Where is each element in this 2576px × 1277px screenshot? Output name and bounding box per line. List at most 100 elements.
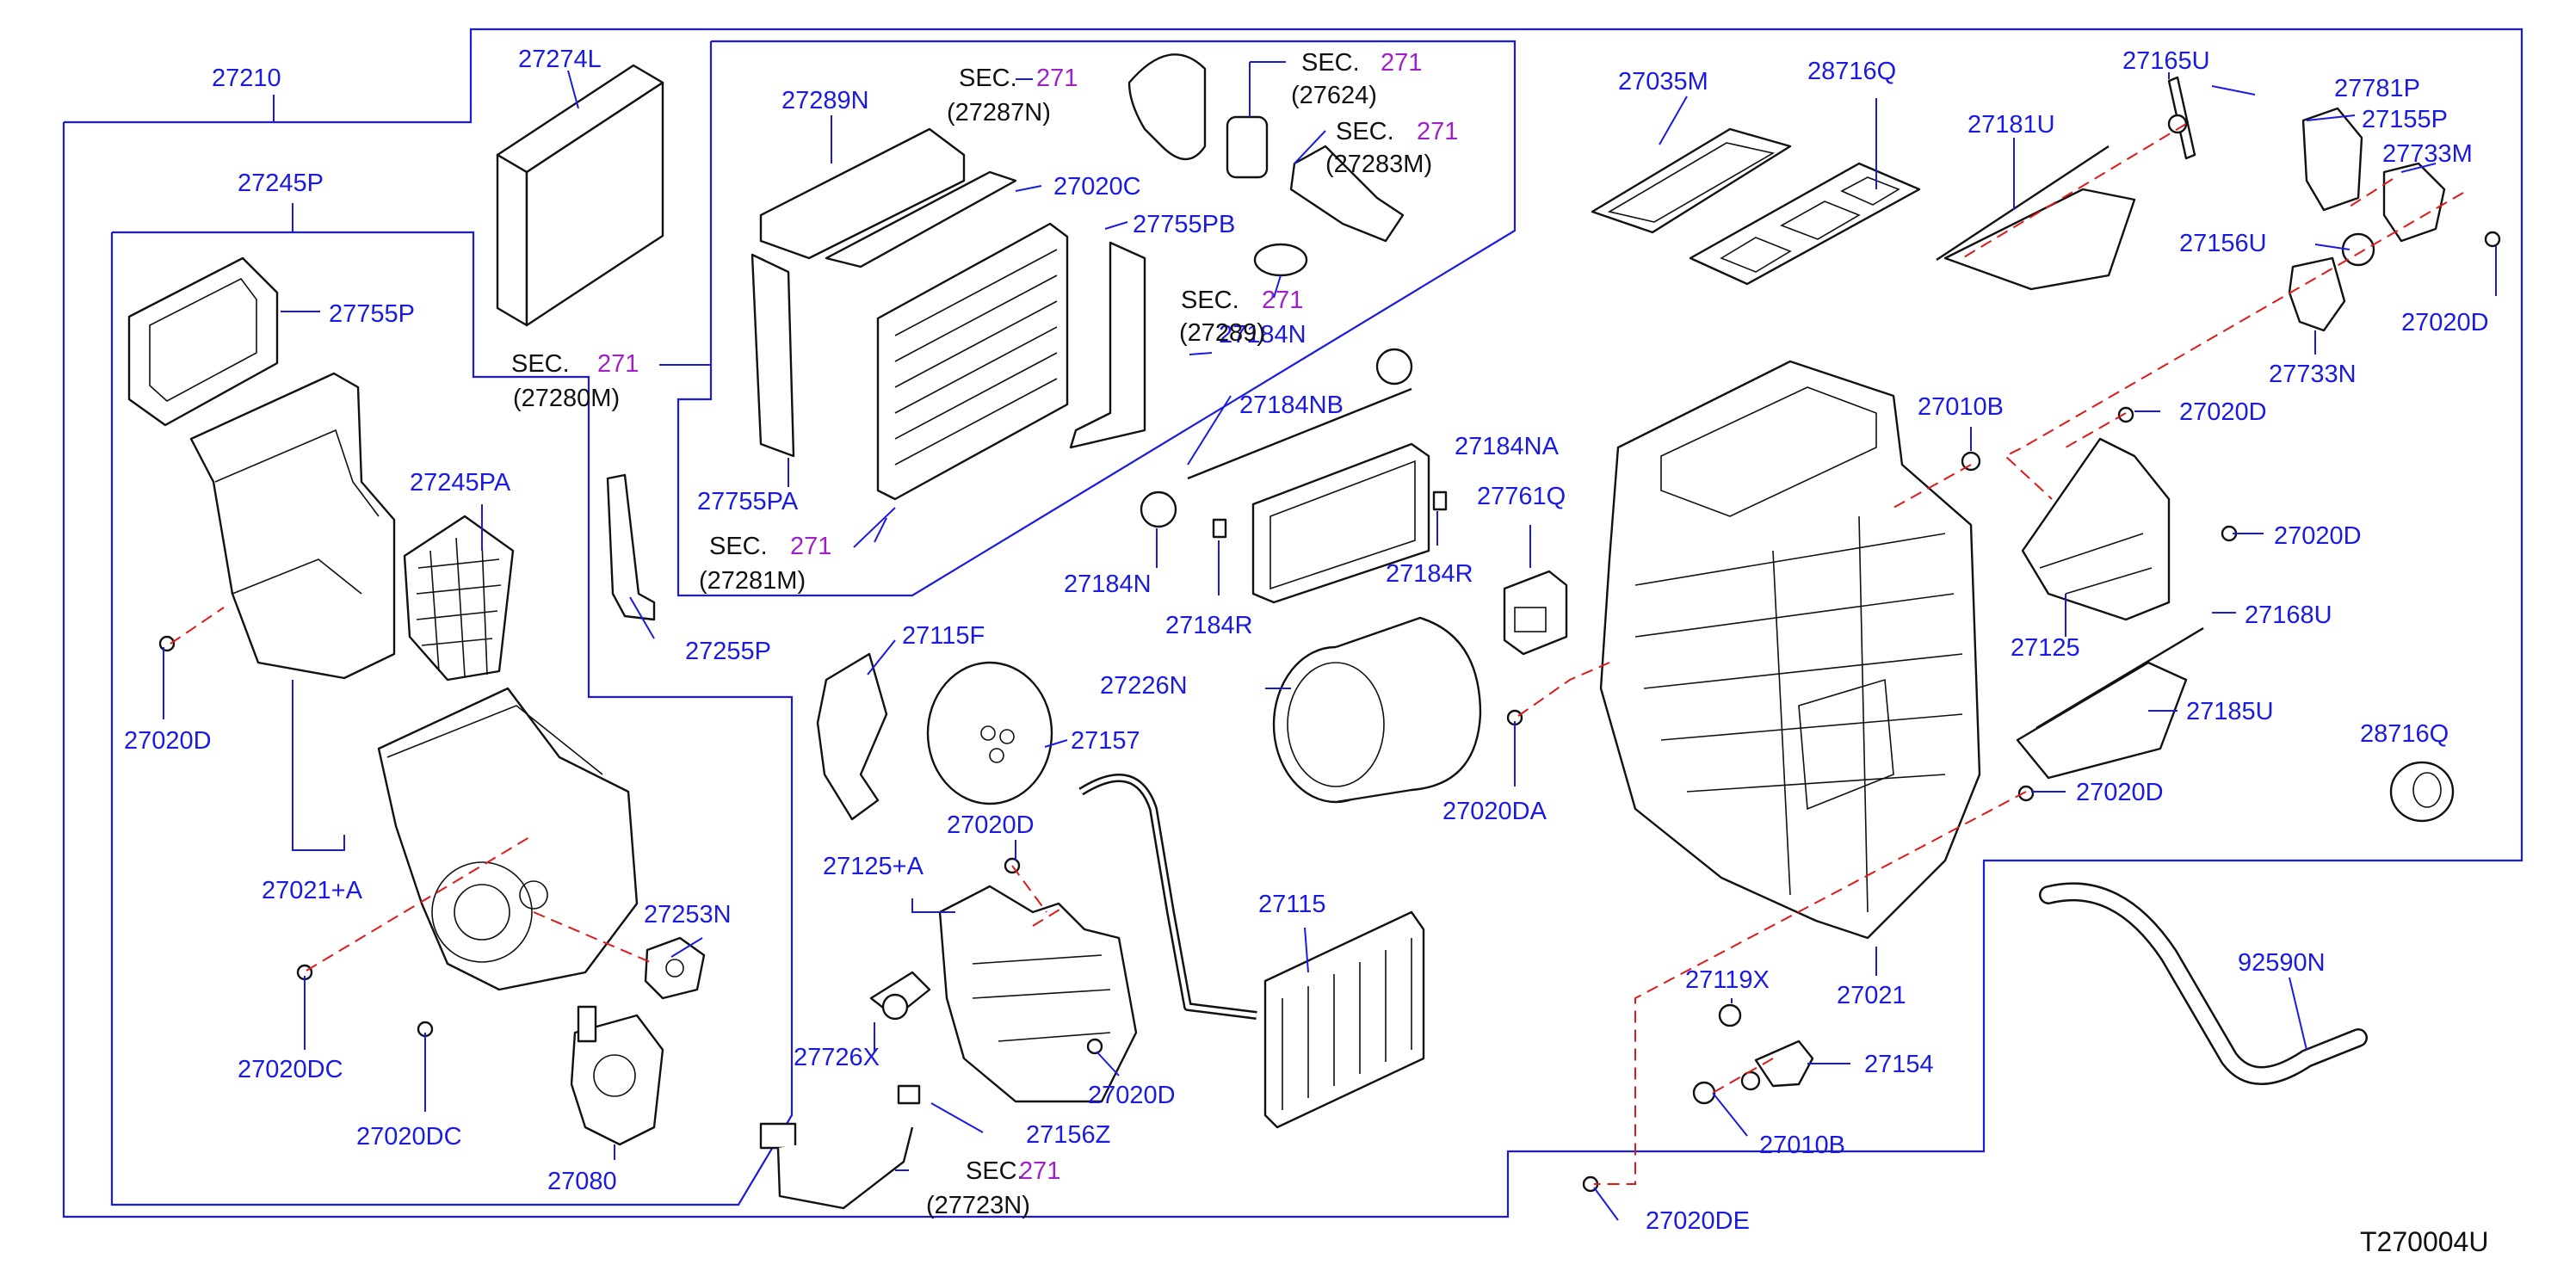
label-27184NA: 27184NA (1455, 433, 1560, 460)
label-92590N: 92590N (2238, 949, 2326, 977)
bracket-27115F-drawing (816, 652, 888, 821)
section-references: SEC. 271 (27287N) SEC. 271 (27624) SEC. … (511, 49, 1458, 1219)
label-27253N: 27253N (644, 901, 732, 928)
bracket-27255P-drawing (606, 473, 656, 621)
svg-text:(27281M): (27281M) (699, 567, 806, 595)
svg-text:SEC.: SEC. (1301, 49, 1360, 77)
label-27255P: 27255P (685, 638, 771, 665)
label-27274L: 27274L (518, 46, 602, 73)
label-28716Q-top: 28716Q (1807, 58, 1896, 85)
label-27761Q: 27761Q (1477, 483, 1566, 510)
label-27168U: 27168U (2245, 601, 2332, 629)
label-27184R-b: 27184R (1386, 560, 1473, 588)
svg-text:271: 271 (597, 350, 639, 378)
side-seal-drawings (751, 241, 1146, 458)
svg-text:(27280M): (27280M) (513, 385, 620, 412)
label-27010B-a: 27010B (1918, 393, 2004, 421)
label-27020D-r2: 27020D (2179, 398, 2267, 426)
heater-unit-27021-drawing (1599, 360, 1981, 940)
duct-27289N-drawing (759, 127, 966, 260)
label-27245P: 27245P (238, 170, 324, 197)
label-27080: 27080 (547, 1168, 617, 1195)
sec-ref-27723N: SEC. 271 (27723N) (926, 1157, 1060, 1219)
drain-hose-92590N-drawing (2039, 882, 2368, 1085)
seal-28716Q-drawing (1689, 162, 1921, 286)
wire-harness-drawing (759, 1084, 921, 1210)
label-27184N-a: 27184N (1219, 321, 1307, 349)
frame-27210 (62, 28, 2523, 1218)
seal-27755P-drawing (127, 256, 279, 427)
svg-text:(27287N): (27287N) (947, 99, 1051, 126)
case-27125A-drawing (938, 885, 1138, 1103)
svg-text:SEC.: SEC. (511, 350, 570, 378)
svg-text:SEC.: SEC. (966, 1157, 1024, 1185)
svg-text:(27283M): (27283M) (1325, 151, 1432, 178)
label-27020D-mid: 27020D (947, 811, 1035, 839)
label-27125: 27125 (2011, 634, 2080, 662)
label-27020D-left: 27020D (124, 727, 212, 755)
svg-text:SEC.: SEC. (709, 533, 768, 560)
svg-text:271: 271 (790, 533, 831, 560)
blower-housing-drawing (377, 687, 639, 991)
sec-ref-27624: SEC. 271 (27624) (1291, 49, 1422, 109)
sec-ref-27280M: SEC. 271 (27280M) (511, 350, 639, 412)
cabin-filter-drawing (496, 64, 664, 327)
sec-ref-27283M: SEC. 271 (27283M) (1325, 118, 1458, 178)
leader-lines (163, 70, 2497, 1221)
label-27115: 27115 (1258, 891, 1326, 918)
label-27755PA: 27755PA (697, 488, 799, 515)
assembly-frames (62, 28, 2523, 1218)
label-27755P: 27755P (329, 300, 415, 328)
label-27289N: 27289N (781, 87, 869, 114)
blower-fan-27157-drawing (926, 661, 1053, 805)
label-28716Q-r: 28716Q (2360, 720, 2449, 748)
label-27021: 27021 (1837, 982, 1906, 1009)
label-27156U: 27156U (2179, 230, 2267, 257)
label-27021A: 27021+A (262, 877, 363, 904)
svg-text:(27723N): (27723N) (926, 1192, 1030, 1219)
label-27156Z: 27156Z (1026, 1121, 1110, 1149)
svg-text:271: 271 (1036, 65, 1078, 92)
label-27020C: 27020C (1053, 173, 1141, 200)
label-27020D-r1: 27020D (2401, 309, 2489, 336)
door-shaft-drawings (1140, 348, 1448, 604)
label-27184NB: 27184NB (1239, 392, 1344, 419)
label-27726X: 27726X (794, 1044, 880, 1071)
actuator-linkage-drawings (2167, 76, 2446, 332)
linkage-27154-drawing (1692, 1003, 1814, 1105)
svg-text:SEC.: SEC. (959, 65, 1017, 92)
svg-text:271: 271 (1262, 287, 1303, 314)
frame-evaporator (676, 40, 1517, 597)
label-27155P: 27155P (2362, 106, 2448, 133)
blower-motor-27226N-drawing (1272, 616, 1482, 804)
label-27125A: 27125+A (823, 853, 924, 880)
svg-text:271: 271 (1417, 118, 1458, 145)
sec-ref-27289: SEC. 271 (27289) (1179, 287, 1303, 347)
label-27020DA: 27020DA (1442, 798, 1547, 825)
sensor-27726X-drawing (869, 971, 931, 1021)
svg-text:SEC.: SEC. (1336, 118, 1394, 145)
intake-duct-drawing (189, 372, 396, 680)
sec-ref-27287N: SEC. 271 (27287N) (947, 65, 1078, 126)
frame-27245P (110, 231, 794, 1206)
label-27020DC-b: 27020DC (356, 1123, 462, 1151)
motor-27080-drawing (570, 1005, 664, 1146)
grille-27245PA-drawing (403, 515, 515, 682)
label-27020D-r4: 27020D (2076, 779, 2164, 806)
svg-text:(27624): (27624) (1291, 82, 1377, 109)
diagram-code: T270004U (2360, 1226, 2488, 1257)
label-27115F: 27115F (902, 622, 985, 650)
part-drawings (127, 53, 2501, 1210)
svg-text:271: 271 (1019, 1157, 1060, 1185)
label-27010B-b: 27010B (1759, 1132, 1845, 1159)
grommet-28716Q-drawing (2389, 761, 2455, 823)
label-27165U: 27165U (2122, 47, 2210, 75)
label-27154: 27154 (1864, 1051, 1934, 1078)
label-27184R-a: 27184R (1165, 612, 1253, 639)
label-27181U: 27181U (1968, 111, 2055, 139)
label-27157: 27157 (1071, 727, 1140, 755)
label-27755PB: 27755PB (1133, 211, 1235, 238)
resistor-27761Q-drawing (1503, 570, 1568, 656)
label-27185U: 27185U (2186, 698, 2274, 725)
